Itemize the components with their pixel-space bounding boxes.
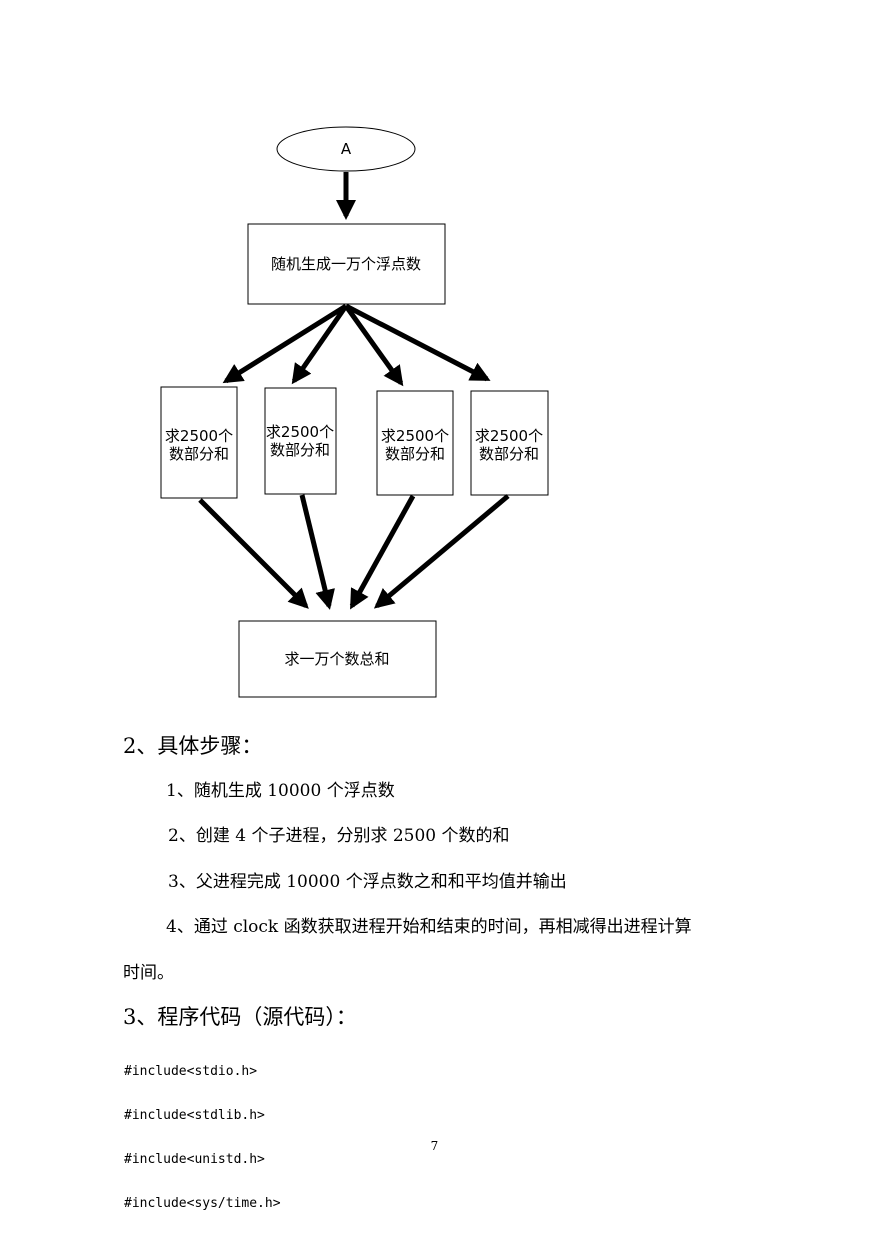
arrow-generate-to-worker-4 [344,303,491,382]
arrow-worker-1-to-total [198,498,309,609]
flowchart: A 随机生成一万个浮点数 求2500个 数部分和 求2500个 数部分和 求25… [160,126,549,698]
section2-heading: 2、具体步骤： [123,734,263,758]
generate-box [247,223,446,305]
worker-box-3: 求2500个 数部分和 [376,390,454,496]
worker-box-3-line1: 求2500个 [381,427,449,445]
step-1: 1、随机生成 10000 个浮点数 [166,781,395,801]
worker-box-1-line1: 求2500个 [165,427,233,445]
code-line: #include<unistd.h> [124,1152,265,1167]
step-4-continuation: 时间。 [123,963,174,983]
total-box-label: 求一万个数总和 [284,650,389,668]
source-code: #include<stdio.h> #include<stdlib.h> #in… [124,1039,281,1237]
code-line: #include<stdlib.h> [124,1108,265,1123]
worker-box-4: 求2500个 数部分和 [470,390,549,496]
arrow-worker-2-to-total [299,494,335,610]
worker-box-1: 求2500个 数部分和 [160,386,238,499]
step-2: 2、创建 4 个子进程，分别求 2500 个数的和 [168,826,510,846]
worker-box-4-line1: 求2500个 [475,427,543,445]
worker-box-2-line2: 数部分和 [270,441,330,459]
worker-box-1-line2: 数部分和 [169,445,229,463]
worker-box-2-line1: 求2500个 [266,423,334,441]
step-4: 4、通过 clock 函数获取进程开始和结束的时间，再相减得出进程计算 [166,917,692,937]
worker-box-4-line2: 数部分和 [479,445,539,463]
code-line: #include<sys/time.h> [124,1196,281,1211]
arrow-generate-to-worker-1 [222,303,348,384]
step-3: 3、父进程完成 10000 个浮点数之和和平均值并输出 [168,872,567,892]
generate-box-label: 随机生成一万个浮点数 [271,255,421,273]
worker-box-3-line2: 数部分和 [385,445,445,463]
start-node-label: A [341,140,352,158]
start-node [276,126,416,172]
arrow-generate-to-worker-2 [291,304,349,385]
arrow-generate-to-worker-3 [343,304,404,387]
arrow-worker-3-to-total [349,494,416,610]
total-box [238,620,437,698]
arrow-worker-4-to-total [373,494,510,609]
worker-box-2: 求2500个 数部分和 [264,387,337,495]
page-number: 7 [430,1139,439,1153]
code-line: #include<stdio.h> [124,1064,258,1079]
section3-heading: 3、程序代码（源代码）： [123,1005,357,1029]
